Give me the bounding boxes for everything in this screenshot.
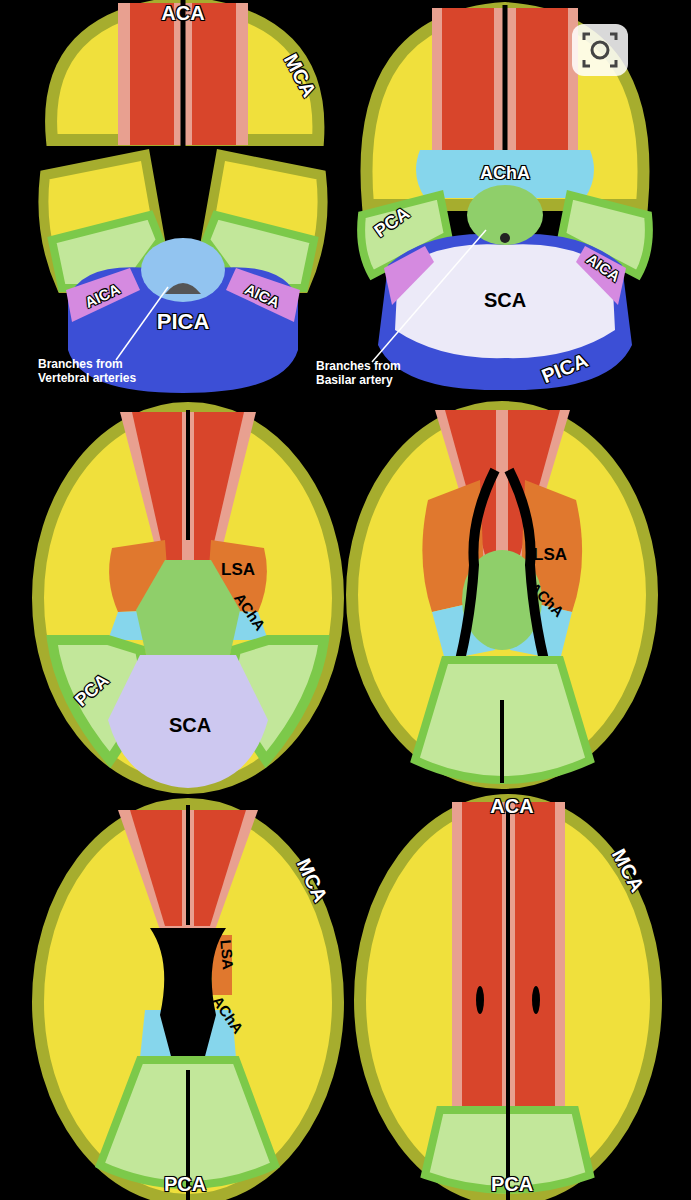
territory-label: PICA (157, 309, 210, 334)
territory-label: MCA (607, 844, 649, 895)
territory-label: ACA (161, 2, 204, 25)
territory-label: SCA (484, 289, 526, 312)
territory-label: AChA (209, 993, 247, 1037)
territory-label: MCA (292, 855, 332, 906)
territory-label: AICA (242, 280, 283, 311)
territory-label: AChA (526, 579, 568, 621)
lens-icon (572, 24, 628, 76)
territory-label: PCA (491, 1173, 533, 1196)
territory-label: SCA (169, 714, 211, 737)
branch-note: Branches from Basilar artery (316, 360, 426, 388)
territory-label: AICA (82, 280, 123, 311)
panel-basilar-level (361, 5, 649, 390)
panel-centrum-semiovale-level (360, 800, 656, 1200)
territory-label: LSA (221, 560, 255, 580)
territory-label: AChA (231, 590, 269, 634)
territory-label: PCA (164, 1173, 206, 1196)
panel-thalamic-level (352, 407, 652, 783)
panel-vertebral-level (43, 0, 322, 393)
territory-label: AChA (480, 163, 530, 184)
territory-label: ACA (490, 795, 533, 818)
territory-label: PCA (71, 670, 113, 711)
panel-ventricle-level (38, 804, 338, 1200)
territory-label: AICA (583, 250, 623, 285)
territory-label: PICA (539, 348, 592, 387)
territory-label: MCA (279, 49, 321, 100)
territory-label: LSA (533, 545, 567, 565)
territory-label: LSA (217, 939, 237, 970)
panel-basal-ganglia-level (38, 408, 338, 788)
branch-note: Branches from Vertebral arteries (38, 358, 163, 386)
territory-label: PCA (370, 203, 413, 242)
